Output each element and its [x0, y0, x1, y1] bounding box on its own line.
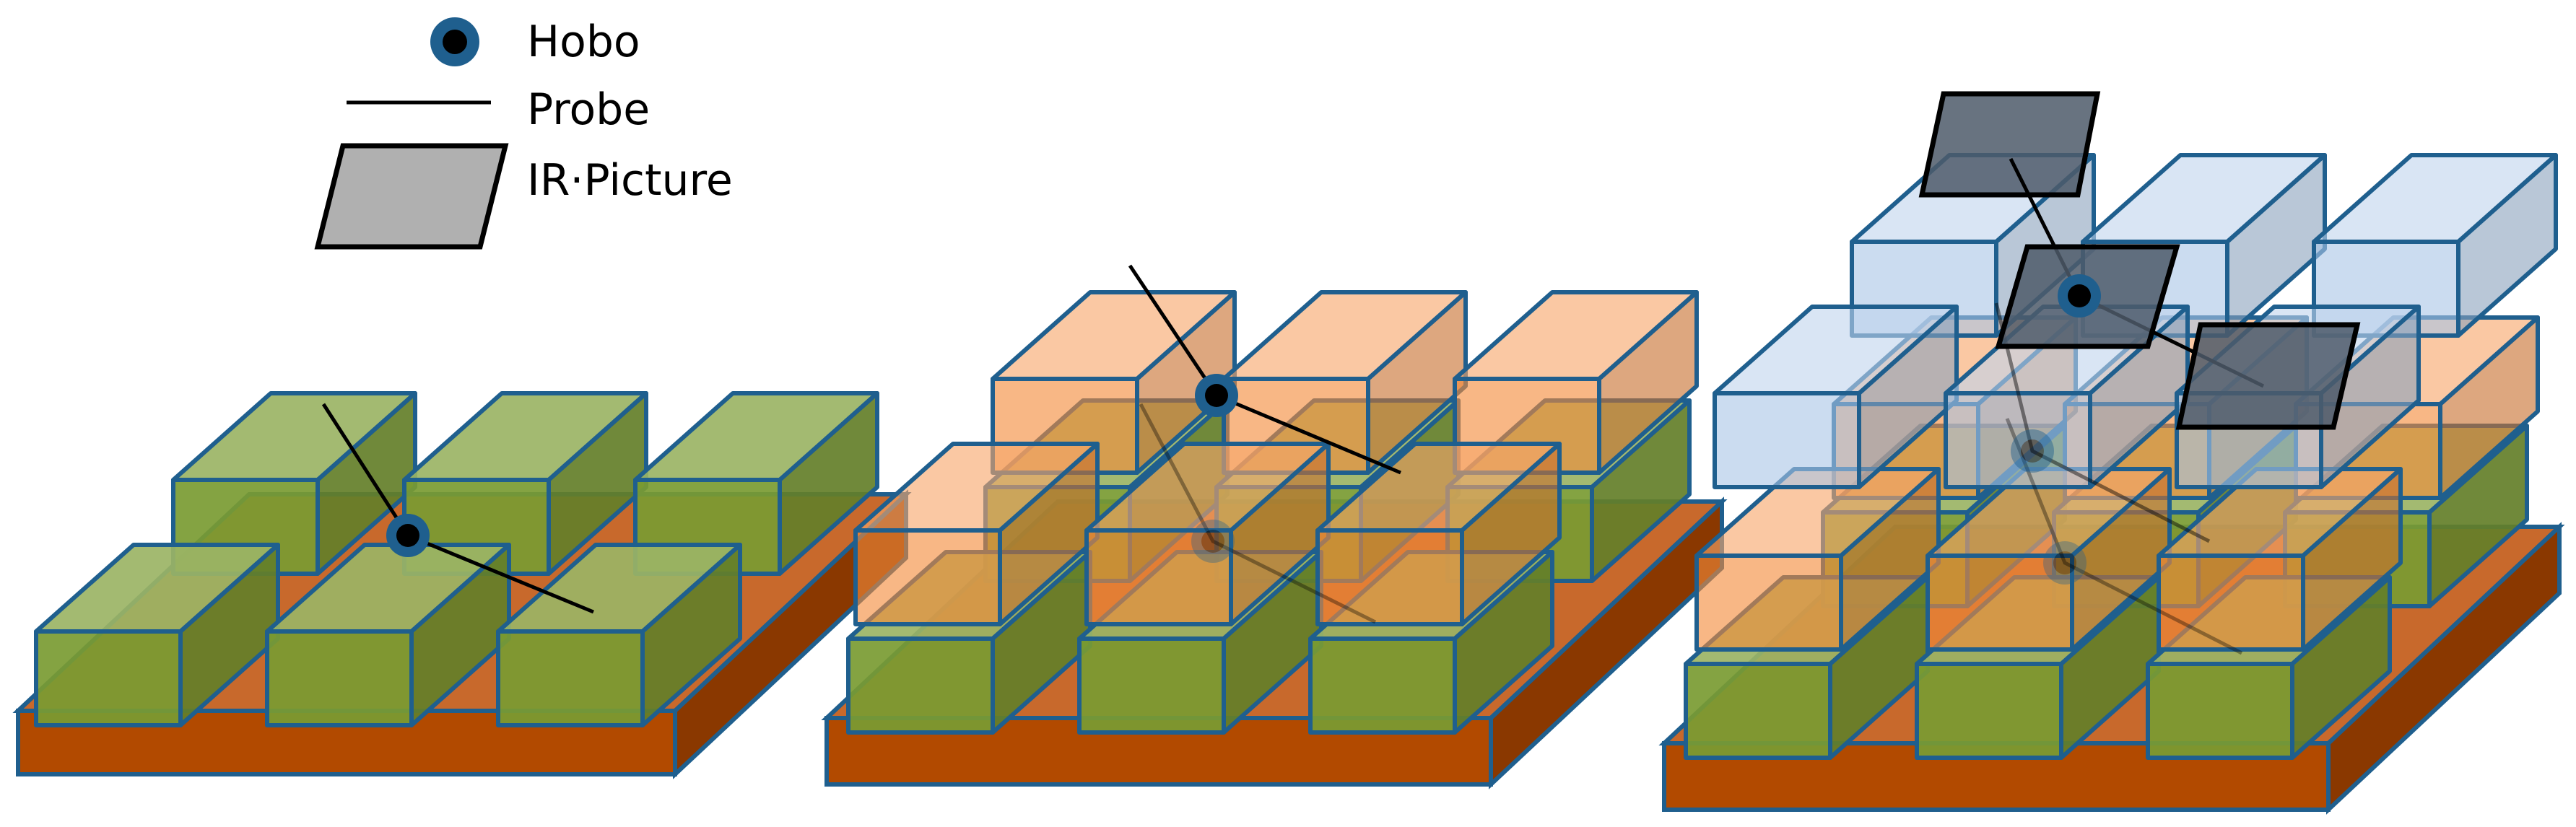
blue-box-front-1: [1713, 305, 1959, 489]
probe-legend-label: Probe: [527, 84, 650, 135]
stage-3-pallet: [1658, 91, 2565, 815]
probe-line: [1994, 302, 2211, 543]
legend: Hobo Probe IR·Picture: [314, 17, 733, 250]
probe-line: [2005, 418, 2243, 655]
hobo-legend-icon: [430, 17, 479, 66]
hobo-sensor-icon: [1191, 520, 1235, 563]
hobo-legend-label: Hobo: [527, 17, 640, 67]
hobo-sensor-icon: [2043, 541, 2087, 585]
green-box-front-3: [496, 543, 742, 727]
probe-line: [1139, 403, 1377, 624]
orange-box-front-3: [1315, 442, 1562, 626]
green-box-front-2: [265, 543, 511, 727]
orange-box-front-1: [853, 442, 1100, 626]
stage-2-pallet: [821, 264, 1728, 789]
hobo-sensor-icon: [1195, 374, 1238, 417]
ir-picture-legend-icon: [314, 143, 509, 250]
orange-box-front-3: [2157, 467, 2403, 652]
green-layer: [34, 391, 879, 727]
hobo-sensor-icon: [2011, 429, 2054, 473]
hobo-sensor-icon: [2058, 274, 2101, 318]
orange-box-front-2: [1926, 467, 2172, 652]
green-box-back-3: [633, 391, 879, 576]
orange-layer: [853, 290, 1699, 626]
orange-box-front-2: [1084, 442, 1331, 626]
green-box-front-1: [34, 543, 280, 727]
ir-picture-frame: [2175, 322, 2361, 430]
ir-picture-legend-label: IR·Picture: [527, 155, 733, 206]
hobo-sensor-icon: [386, 514, 430, 557]
orange-box-front-1: [1694, 467, 1941, 652]
stage-1-pallet: [12, 391, 912, 779]
ir-picture-frame: [1918, 91, 2101, 198]
